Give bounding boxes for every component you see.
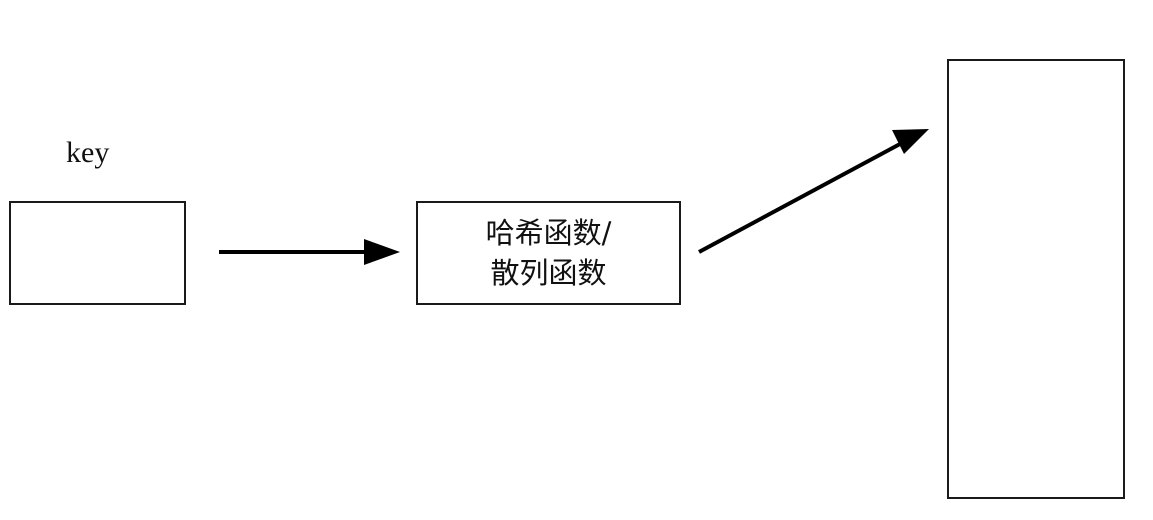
arrow-hash-to-table xyxy=(698,129,929,254)
arrow-key-to-hash xyxy=(219,239,400,265)
hash-function-label-line2: 散列函数 xyxy=(490,256,607,290)
hash-table-box xyxy=(947,59,1125,499)
key-box xyxy=(9,201,186,305)
hash-function-box: 哈希函数/ 散列函数 xyxy=(416,201,681,305)
hash-function-label-line1: 哈希函数/ xyxy=(485,216,612,250)
key-label: key xyxy=(66,136,110,169)
